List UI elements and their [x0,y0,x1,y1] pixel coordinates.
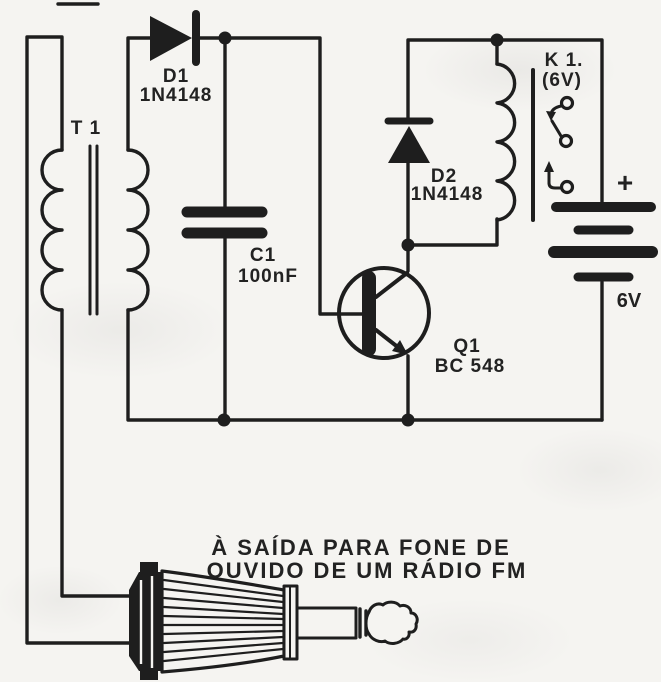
wires [25,35,604,645]
diode-d2-symbol: D2 1N4148 [384,117,484,205]
q1-emitter-arrow [392,340,408,355]
d1-value-label: 1N4148 [140,85,213,106]
plug-barrel-ribs [162,578,285,663]
transformer-t1-symbol: T 1 [40,118,150,316]
q1-value-label: BC 548 [435,356,505,377]
k1-ref-label: K 1. [545,50,584,71]
k1-contacts-icon [544,95,575,195]
d2-value-label: 1N4148 [411,184,484,205]
caption-line1: À SAÍDA PARA FONE DE [211,535,511,560]
caption: À SAÍDA PARA FONE DE OUVIDO DE UM RÁDIO … [207,535,528,583]
capacitor-c1-symbol: C1 100nF [181,206,298,287]
battery-symbol: + 6V [548,167,658,312]
caption-line2: OUVIDO DE UM RÁDIO FM [207,558,528,583]
t1-core-lines [88,144,99,316]
relay-k1-symbol: K 1. (6V) [495,50,584,222]
k1-value-label: (6V) [542,70,582,91]
c1-value-label: 100nF [238,266,298,287]
q1-ref-label: Q1 [453,336,480,357]
battery-plus-label: + [617,167,633,198]
battery-value-label: 6V [617,290,642,312]
transistor-q1-symbol: Q1 BC 548 [337,266,505,377]
diode-d1-symbol: D1 1N4148 [140,10,213,106]
phone-plug-icon [129,562,419,680]
d1-ref-label: D1 [163,66,189,87]
t1-secondary-coil [126,148,150,312]
junction-dots [217,31,504,427]
t1-label: T 1 [71,118,101,139]
t1-primary-coil [40,148,64,312]
c1-ref-label: C1 [250,245,276,266]
d2-ref-label: D2 [431,166,457,187]
k1-coil [495,62,517,222]
